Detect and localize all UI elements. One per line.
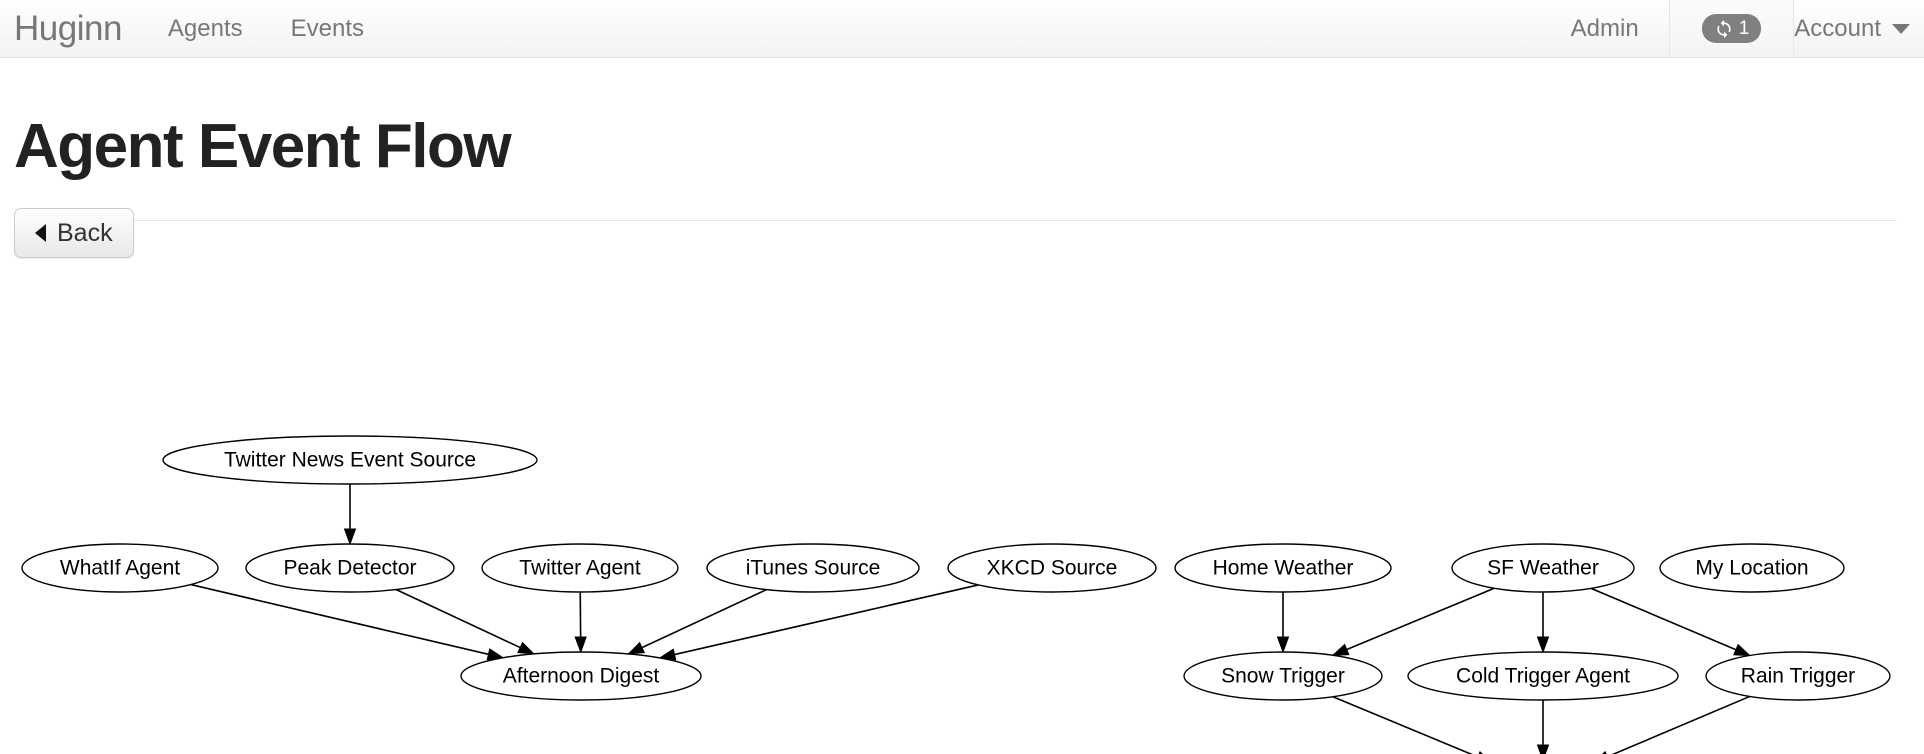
graph-edge-sf_weather-to-snow_trigger [1331,587,1495,656]
graph-edges [190,484,1752,754]
graph-node-label: Peak Detector [283,557,416,580]
graph-node-cold_trigger_agent[interactable]: Cold Trigger Agent [1407,651,1679,701]
graph-node-twitter_news_event_source[interactable]: Twitter News Event Source [162,435,538,485]
graph-edge-home_weather-to-snow_trigger [1276,592,1290,654]
graph-node-label: SF Weather [1487,557,1599,580]
top-navbar: Huginn Agents Events Admin 1 Account [0,0,1924,58]
graph-edge-sf_weather-to-cold_trigger_agent [1536,592,1550,654]
graph-node-label: Snow Trigger [1221,665,1345,688]
graph-node-xkcd_source[interactable]: XKCD Source [947,543,1157,593]
brand-logo-huginn[interactable]: Huginn [14,9,122,48]
graph-node-peak_detector[interactable]: Peak Detector [245,543,455,593]
graph-node-label: My Location [1695,557,1808,580]
graph-node-label: Twitter News Event Source [224,449,476,472]
graph-node-sf_weather[interactable]: SF Weather [1451,543,1635,593]
graph-node-afternoon_digest[interactable]: Afternoon Digest [460,651,702,701]
graph-edge-twitter_news_event_source-to-peak_detector [343,484,357,546]
graph-edge-peak_detector-to-afternoon_digest [395,588,536,655]
graph-node-label: Home Weather [1213,557,1354,580]
worker-status-cell[interactable]: 1 [1668,0,1795,57]
refresh-sync-icon [1714,19,1734,39]
graph-node-label: Rain Trigger [1741,665,1855,688]
graph-node-rain_trigger[interactable]: Rain Trigger [1705,651,1891,701]
graph-node-my_location[interactable]: My Location [1659,543,1845,593]
nav-link-events[interactable]: Events [290,15,365,42]
nav-link-admin[interactable]: Admin [1570,15,1639,42]
graph-node-home_weather[interactable]: Home Weather [1174,543,1392,593]
graph-node-label: XKCD Source [987,557,1118,580]
page-container: Agent Event Flow [0,58,1924,222]
nav-link-agents[interactable]: Agents [167,15,243,42]
chevron-left-icon [35,224,46,242]
graph-node-label: Afternoon Digest [503,665,660,688]
chevron-down-icon [1892,23,1910,34]
graph-node-snow_trigger[interactable]: Snow Trigger [1183,651,1383,701]
graph-node-itunes_source[interactable]: iTunes Source [706,543,920,593]
graph-edge-twitter_agent-to-afternoon_digest [574,591,587,654]
title-divider [14,220,1897,222]
page-title: Agent Event Flow [14,112,512,181]
account-dropdown[interactable]: Account [1794,0,1924,57]
graph-node-label: iTunes Source [746,557,881,580]
worker-status-badge[interactable]: 1 [1701,14,1762,43]
graph-node-label: Twitter Agent [519,557,641,580]
graph-edge-snow_trigger-to-morning_digest [1332,695,1484,754]
navbar-right-group: Admin 1 Account [1541,0,1924,57]
graph-node-twitter_agent[interactable]: Twitter Agent [481,543,679,593]
navbar-left-group: Huginn Agents Events [0,0,388,57]
graph-edge-cold_trigger_agent-to-morning_digest [1536,700,1550,754]
back-button[interactable]: Back [14,208,134,258]
graph-edge-rain_trigger-to-morning_digest [1601,695,1751,754]
graph-edge-whatif_agent-to-afternoon_digest [190,583,505,661]
back-button-label: Back [57,218,113,247]
graph-edge-itunes_source-to-afternoon_digest [627,588,767,655]
account-label[interactable]: Account [1794,15,1881,42]
worker-count: 1 [1738,18,1750,39]
graph-edge-sf_weather-to-rain_trigger [1590,587,1752,657]
graph-edge-xkcd_source-to-afternoon_digest [658,584,979,661]
graph-node-label: WhatIf Agent [60,557,180,580]
graph-node-whatif_agent[interactable]: WhatIf Agent [21,543,219,593]
graph-node-label: Cold Trigger Agent [1456,665,1630,688]
